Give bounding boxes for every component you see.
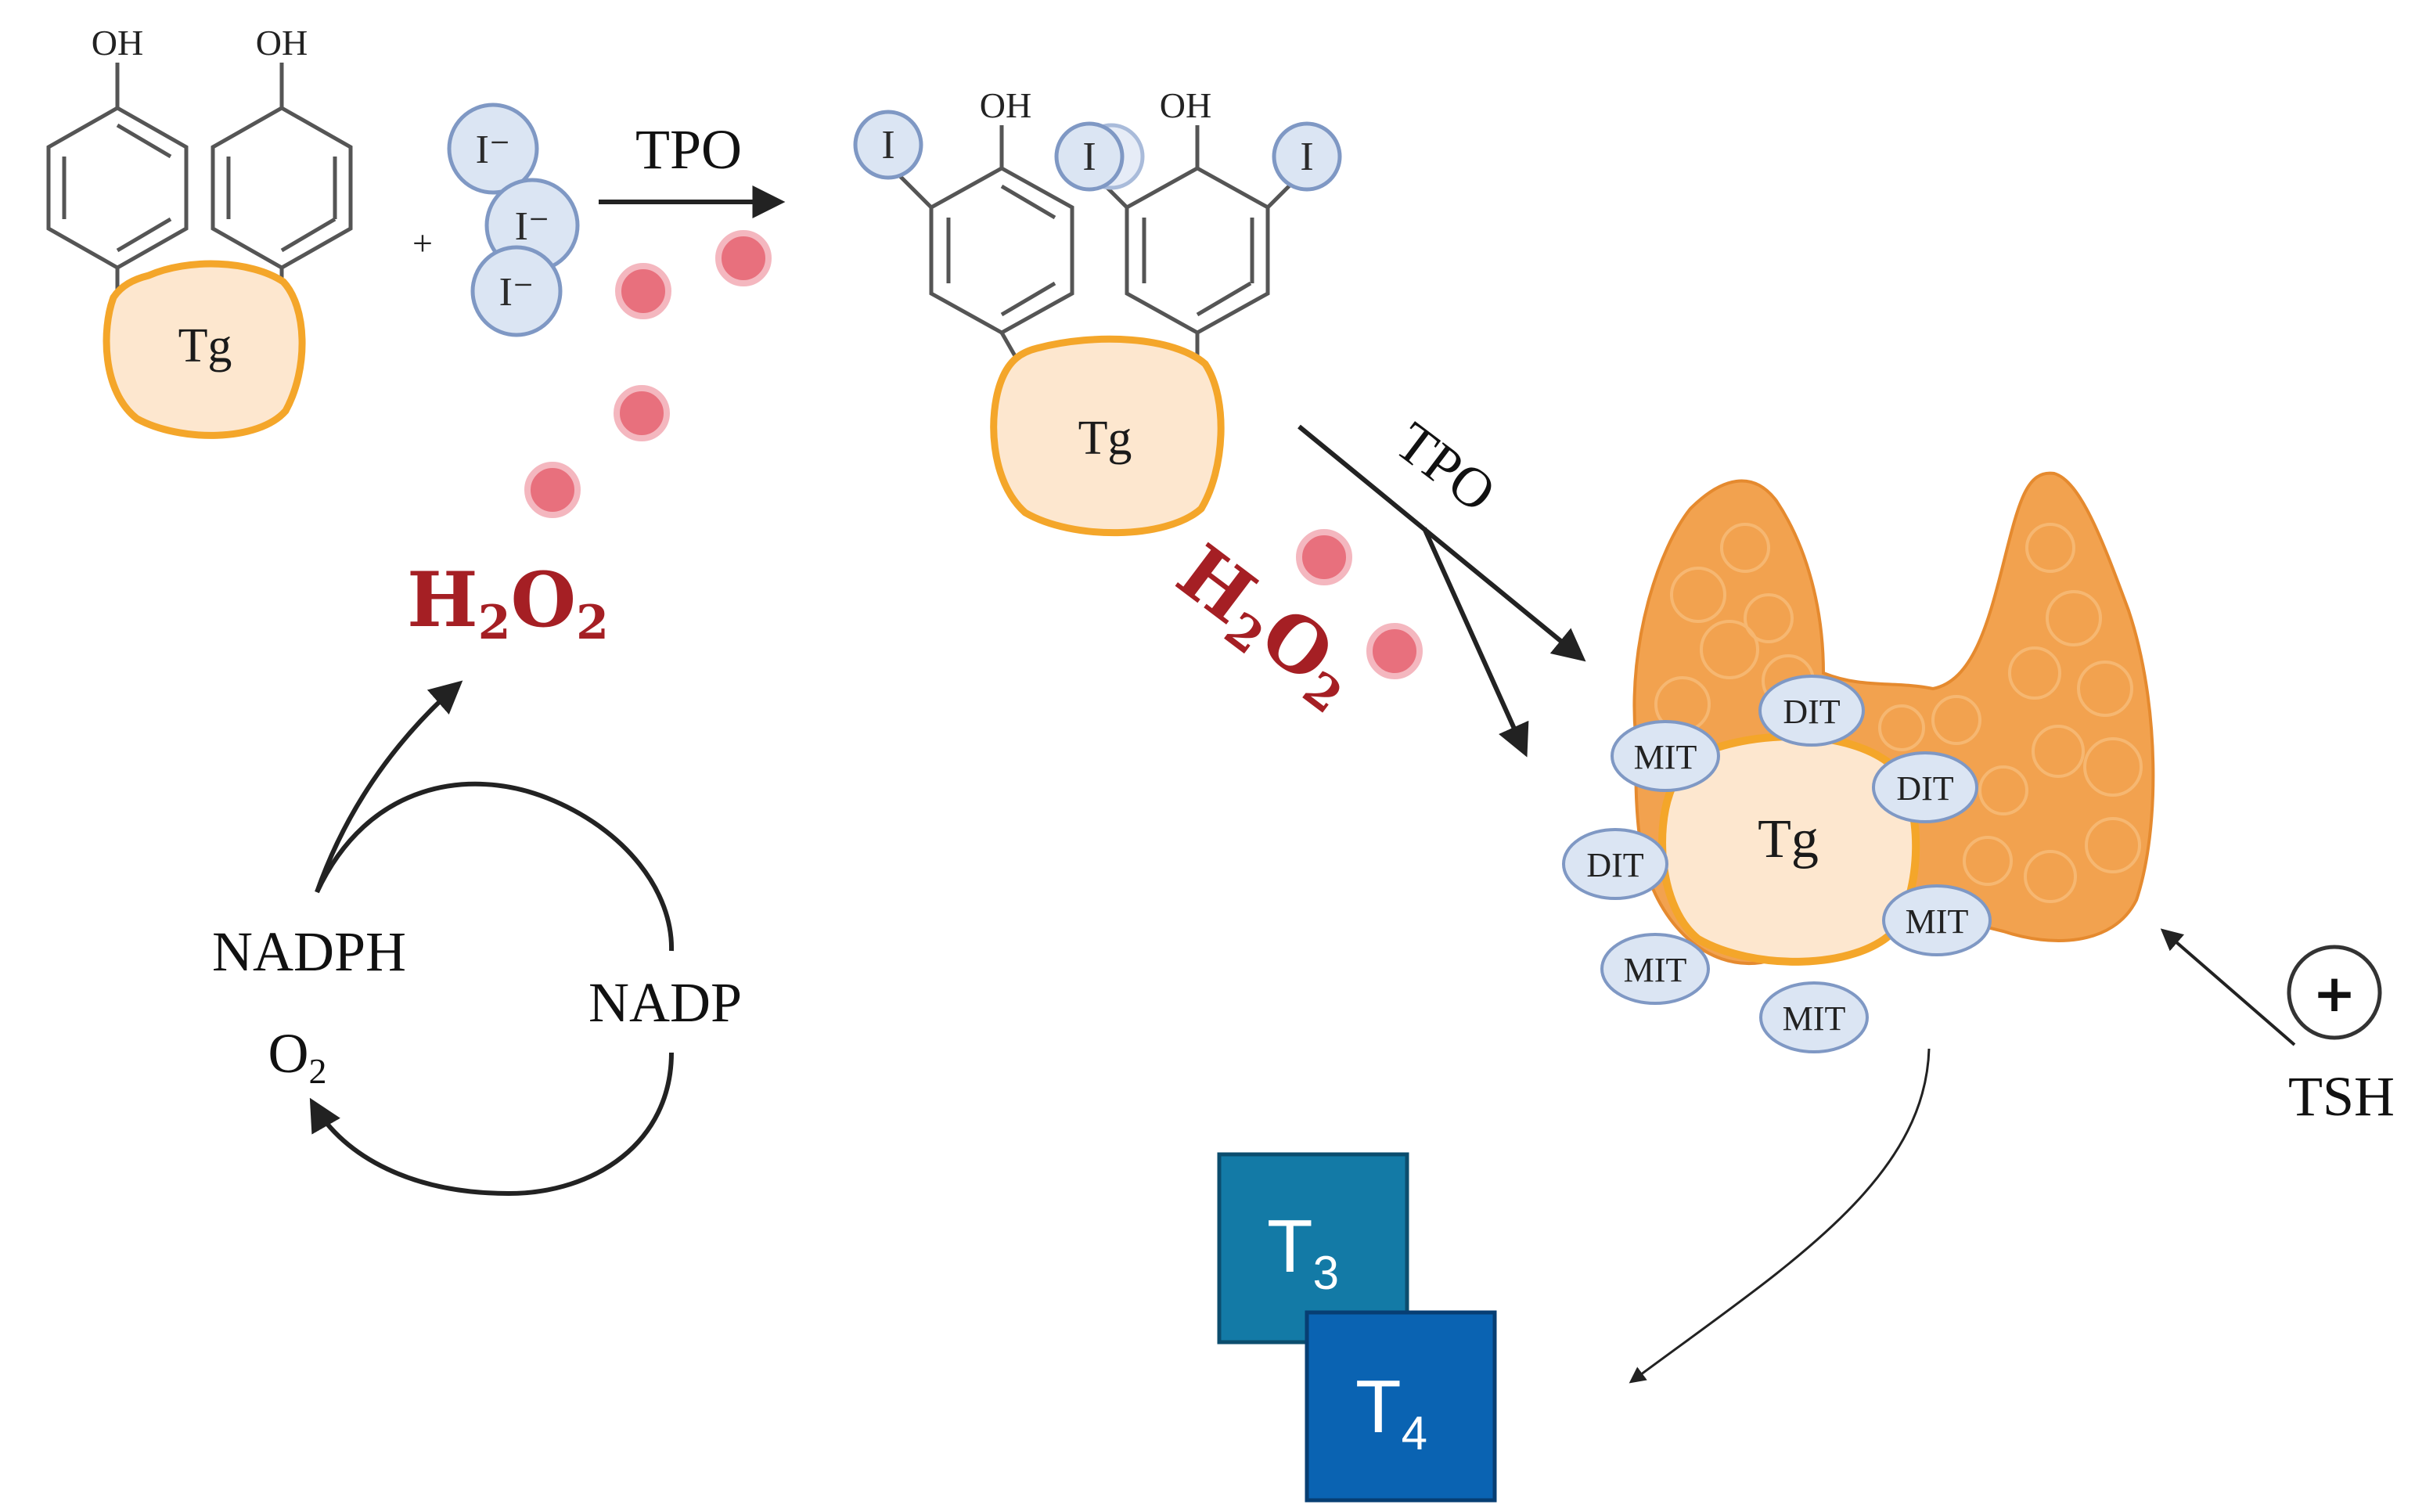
t4-main: T <box>1355 1365 1402 1449</box>
t3-label: T3 <box>1267 1204 1339 1299</box>
h2o2-dot <box>615 263 671 319</box>
h2o2-sub: 2 <box>576 596 609 650</box>
iodinated-tg-molecule: OH OH I I I Tg <box>853 85 1342 537</box>
dit-tag <box>1872 751 1978 823</box>
iodide-ions: I⁻ I⁻ I⁻ <box>447 103 580 337</box>
iodotyrosine-tags: DIT MIT DIT DIT MIT MIT MIT <box>1562 675 1992 1053</box>
tg-protein-blob <box>990 335 1225 537</box>
o2-o: O <box>268 1022 309 1085</box>
nadph-oxidase-cycle: NADPH O2 NADP <box>212 680 742 1197</box>
thyroid-hormones: T3 T4 <box>1217 1152 1497 1503</box>
h2o2-sub: 2 <box>478 596 511 650</box>
dit-tag <box>1562 828 1668 900</box>
plus-label: + <box>2312 963 2356 1024</box>
cycle-arc-top <box>315 781 675 952</box>
tag-label: MIT <box>1634 738 1697 776</box>
tsh-regulation: + TSH <box>2160 928 2395 1128</box>
iodine-label: I <box>1082 135 1096 179</box>
tag-label: MIT <box>1783 999 1846 1038</box>
benzene-ring-3 <box>929 166 1074 335</box>
cycle-to-h2o2-arrow <box>315 680 463 893</box>
tag-label: DIT <box>1896 769 1953 808</box>
oh-label: OH <box>92 23 143 63</box>
tg-protein-blob <box>1658 733 1920 966</box>
o2-label: O2 <box>268 1022 327 1091</box>
iodine-atom <box>1272 121 1342 192</box>
plus-sign: + <box>412 223 433 263</box>
h2o2-label: H2O2 <box>407 556 609 650</box>
benzene-ring-4 <box>1125 166 1270 335</box>
oh-label: OH <box>1160 85 1211 125</box>
nadph-label: NADPH <box>212 920 406 983</box>
tsh-label: TSH <box>2288 1065 2395 1128</box>
t4-sub: 4 <box>1402 1407 1427 1460</box>
h2o2-dot <box>524 462 581 518</box>
iodine-atom <box>853 110 923 180</box>
oh-label: OH <box>980 85 1031 125</box>
iodine-atom <box>1054 121 1125 192</box>
tag-label: MIT <box>1624 951 1687 989</box>
benzene-ring-2 <box>211 106 353 270</box>
t4-box <box>1305 1310 1497 1503</box>
h2o2-dots-left <box>524 230 772 518</box>
h2o2-dot <box>1296 529 1352 585</box>
h2o2-h: H <box>407 556 478 644</box>
tsh-arrow <box>2160 928 2296 1046</box>
reaction-arrow-2-branch <box>1422 527 1529 758</box>
tg-label: Tg <box>1758 809 1819 869</box>
tg-protein-blob <box>103 260 306 439</box>
iodine-label: I <box>881 123 894 167</box>
tyrosine-tg-molecule: OH OH Tg <box>46 23 353 439</box>
iodide-ion <box>447 103 539 195</box>
iodine-label: I <box>1300 135 1313 179</box>
mit-tag <box>1759 981 1869 1053</box>
t3-main: T <box>1267 1204 1313 1288</box>
tpo-label: TPO <box>635 118 742 181</box>
reaction-arrow-2 <box>1297 424 1586 662</box>
h2o2-dot <box>614 385 670 441</box>
oh-label: OH <box>256 23 308 63</box>
nadp-label: NADP <box>588 971 742 1034</box>
benzene-ring-1 <box>46 106 189 270</box>
tg-label: Tg <box>178 319 232 373</box>
h2o2-o: O <box>510 556 576 644</box>
cycle-arc-bottom <box>309 1052 674 1197</box>
h2o2-dot <box>1366 623 1423 679</box>
thyroid-gland: Tg DIT MIT DIT DIT MIT MIT MIT <box>1562 471 2155 1053</box>
dit-tag <box>1758 675 1865 747</box>
iodide-label: I⁻ <box>476 128 511 172</box>
mit-tag <box>1611 720 1720 792</box>
t4-label: T4 <box>1355 1365 1427 1460</box>
hormone-release-arrow <box>1629 1048 1931 1384</box>
stimulation-symbol <box>2287 945 2382 1040</box>
tpo-label: TPO <box>1384 410 1507 524</box>
mit-tag <box>1600 933 1710 1005</box>
tag-label: DIT <box>1586 846 1643 884</box>
mit-tag <box>1882 884 1992 956</box>
tag-label: MIT <box>1906 902 1969 941</box>
iodide-label: I⁻ <box>499 270 534 315</box>
iodide-ion <box>470 245 563 337</box>
t3-sub: 3 <box>1313 1247 1339 1299</box>
iodide-label: I⁻ <box>515 204 550 249</box>
tag-label: DIT <box>1783 693 1840 731</box>
tg-label: Tg <box>1078 412 1132 465</box>
h2o2-dot <box>715 230 772 286</box>
o2-sub: 2 <box>309 1051 327 1091</box>
